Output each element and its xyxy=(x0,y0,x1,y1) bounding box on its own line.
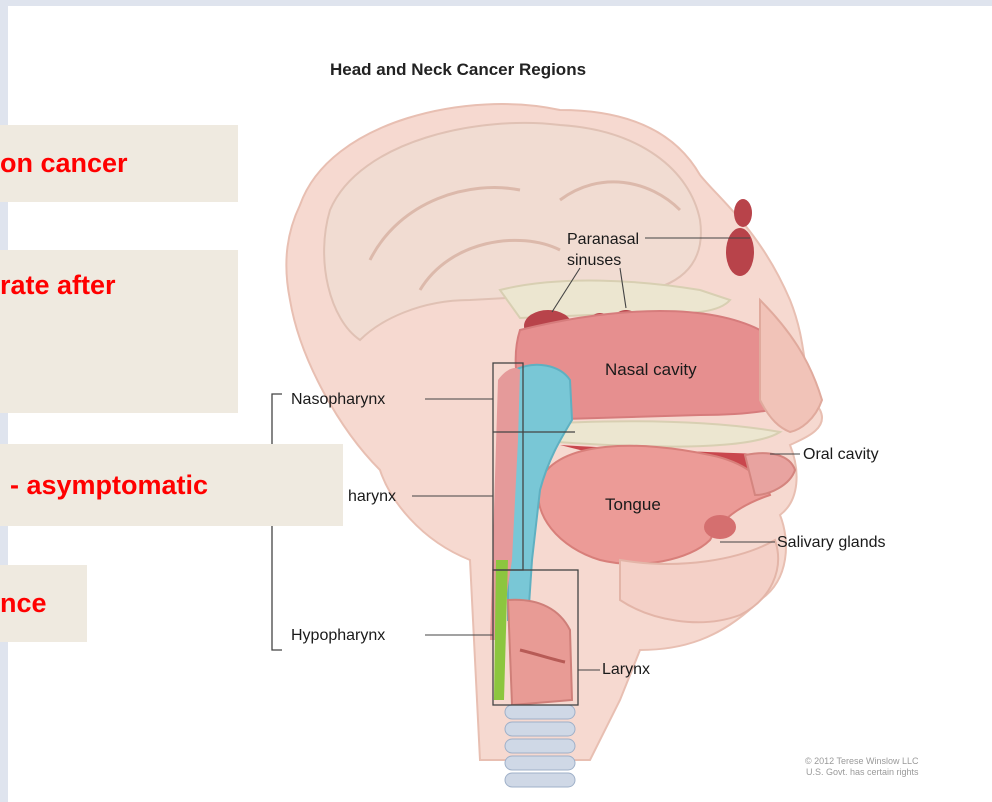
label-oropharynx: harynx xyxy=(348,488,396,506)
callout-2-text: rate after xyxy=(0,270,116,300)
frontal-sinus xyxy=(734,199,752,227)
label-larynx: Larynx xyxy=(602,661,650,679)
label-nasal-cavity: Nasal cavity xyxy=(605,360,697,380)
label-nasopharynx: Nasopharynx xyxy=(291,391,385,409)
callout-3: - asymptomatic xyxy=(0,444,343,526)
copyright: © 2012 Terese Winslow LLC U.S. Govt. has… xyxy=(805,756,919,778)
salivary-gland xyxy=(704,515,736,539)
label-paranasal: Paranasal xyxy=(567,231,639,249)
trachea xyxy=(505,705,575,787)
callout-1: on cancer xyxy=(0,125,238,202)
label-sinuses: sinuses xyxy=(567,252,621,270)
callout-3-text: - asymptomatic xyxy=(0,470,208,500)
callout-4: nce xyxy=(0,565,87,642)
callout-1-text: on cancer xyxy=(0,148,128,178)
callout-4-text: nce xyxy=(0,588,47,618)
copyright-line1: © 2012 Terese Winslow LLC xyxy=(805,756,919,767)
diagram-title: Head and Neck Cancer Regions xyxy=(330,60,586,80)
label-hypopharynx: Hypopharynx xyxy=(291,627,385,645)
label-tongue: Tongue xyxy=(605,495,661,515)
callout-2: rate after xyxy=(0,250,238,413)
label-salivary-glands: Salivary glands xyxy=(777,534,886,552)
label-oral-cavity: Oral cavity xyxy=(803,446,879,464)
copyright-line2: U.S. Govt. has certain rights xyxy=(805,767,919,778)
